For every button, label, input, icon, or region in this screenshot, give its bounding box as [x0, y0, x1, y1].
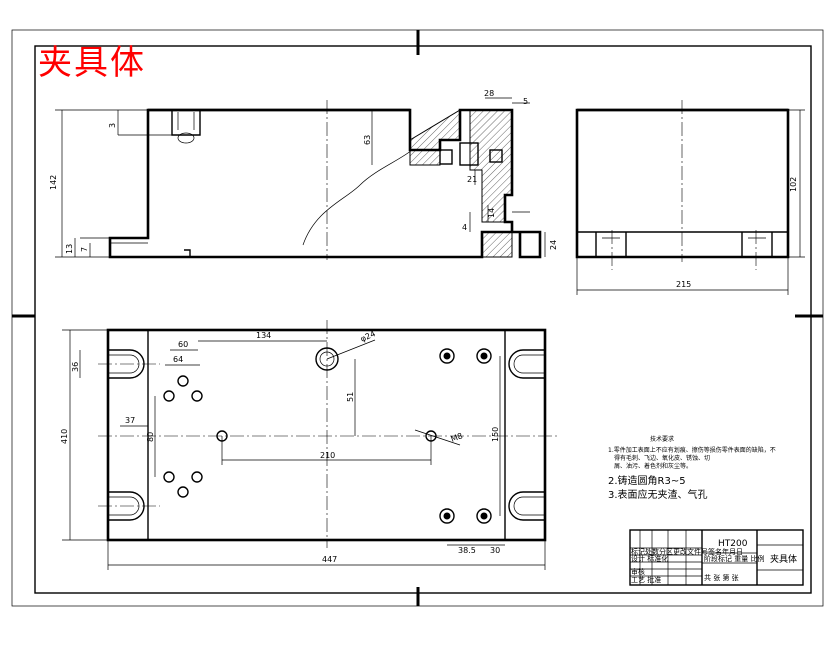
hole-left-3	[191, 390, 203, 402]
front-slot	[171, 110, 201, 136]
dim-36: 36	[71, 362, 80, 372]
dim-7: 7	[80, 247, 89, 252]
dim-447: 447	[322, 555, 337, 564]
dim-63: 63	[363, 135, 372, 145]
dim-4: 4	[462, 223, 467, 232]
tb-mid-label-2: 共 张 第 张	[704, 573, 739, 582]
dim-134: 134	[256, 331, 271, 340]
dim-215: 215	[676, 280, 691, 289]
front-view	[55, 97, 546, 260]
title-block-frame	[629, 529, 804, 586]
hole-left-5	[191, 471, 203, 483]
title-block: HT200 夹具体 标记处数分区更改文件号签名年月日 设计 标准化 审核 工艺 …	[629, 529, 804, 586]
dim-210: 210	[320, 451, 335, 460]
dim-24: 24	[549, 240, 558, 250]
hole-right-1	[439, 348, 455, 364]
section-hatch-1	[409, 109, 461, 166]
break-line	[302, 149, 413, 246]
note-3: 3.表面应无夹渣、气孔	[608, 488, 708, 501]
side-view-outline	[575, 108, 790, 259]
u-slot-top-right	[508, 349, 545, 379]
dim-37: 37	[125, 416, 135, 425]
inner-border	[34, 45, 812, 594]
dim-5: 5	[523, 97, 528, 106]
dim-64: 64	[173, 355, 183, 364]
side-view	[575, 100, 805, 295]
tb-left-label-4: 工艺 批准	[631, 575, 661, 584]
top-view	[62, 320, 560, 570]
dim-3: 3	[108, 123, 117, 128]
hole-right-3-core	[443, 512, 451, 520]
dim-30: 30	[490, 546, 500, 555]
section-hatch-2	[469, 109, 513, 223]
dim-102: 102	[789, 177, 798, 192]
hole-large	[315, 347, 339, 371]
hole-right-3	[439, 508, 455, 524]
sheet-frame	[11, 29, 824, 607]
hole-left-6	[177, 486, 189, 498]
dim-60: 60	[178, 340, 188, 349]
hole-right-1-core	[443, 352, 451, 360]
dim-410: 410	[60, 429, 69, 444]
note-1-line-2: 得有毛刺、飞边、氧化皮、锈蚀、切	[614, 454, 710, 462]
dim-21: 21	[467, 175, 477, 184]
tb-left-label-2: 设计 标准化	[631, 554, 668, 563]
leader-phi24	[326, 339, 376, 360]
front-pocket-2	[459, 142, 479, 166]
u-slot-top-right-inner	[513, 354, 545, 374]
hole-right-2-core	[480, 352, 488, 360]
top-view-outline	[106, 328, 547, 542]
front-bottom-pin	[184, 249, 191, 257]
front-pocket	[439, 149, 453, 165]
u-slot-bottom-right-inner	[513, 496, 545, 516]
section-hatch-3	[481, 231, 513, 258]
hole-left-4	[163, 471, 175, 483]
hole-left-1	[177, 375, 189, 387]
hole-large-inner	[319, 351, 335, 367]
dim-51: 51	[346, 392, 355, 402]
note-2: 2.铸造圆角R3~5	[608, 474, 686, 487]
dim-150: 150	[491, 427, 500, 442]
tb-left-label-3: 审核	[631, 567, 645, 576]
hole-right-2	[476, 348, 492, 364]
hole-right-4	[476, 508, 492, 524]
dim-phi24: φ24	[359, 329, 377, 344]
front-pocket-3	[489, 149, 503, 163]
dim-m8: M8	[450, 431, 464, 444]
hole-left-2	[163, 390, 175, 402]
material-label: HT200	[718, 539, 748, 549]
dim-28: 28	[484, 89, 494, 98]
front-slot-bottom	[177, 132, 195, 144]
dim-13: 13	[65, 244, 74, 254]
dim-38-5: 38.5	[458, 546, 476, 555]
front-slot-inner	[177, 112, 195, 130]
note-1-line-1: 1.零件加工表面上不应有划痕、擦伤等损伤零件表面的缺陷，不	[608, 446, 776, 454]
tb-mid-label-1: 阶段标记 重量 比例	[704, 554, 764, 563]
notes-heading: 技术要求	[650, 435, 674, 443]
side-slots	[595, 232, 773, 257]
note-1-line-3: 屑、油污、着色剂和灰尘等。	[614, 462, 692, 470]
u-slot-bottom-right	[508, 491, 545, 521]
dim-142: 142	[49, 175, 58, 190]
drawing-title: 夹具体	[38, 43, 146, 83]
leader-m8	[414, 429, 461, 446]
hole-right-4-core	[480, 512, 488, 520]
dim-80: 80	[146, 432, 155, 442]
dim-14: 14	[487, 208, 496, 218]
part-name-label: 夹具体	[770, 553, 797, 565]
technical-notes: 技术要求 1.零件加工表面上不应有划痕、擦伤等损伤零件表面的缺陷，不 得有毛刺、…	[608, 435, 776, 501]
tb-left-label-1: 标记处数分区更改文件号签名年月日	[631, 547, 743, 556]
